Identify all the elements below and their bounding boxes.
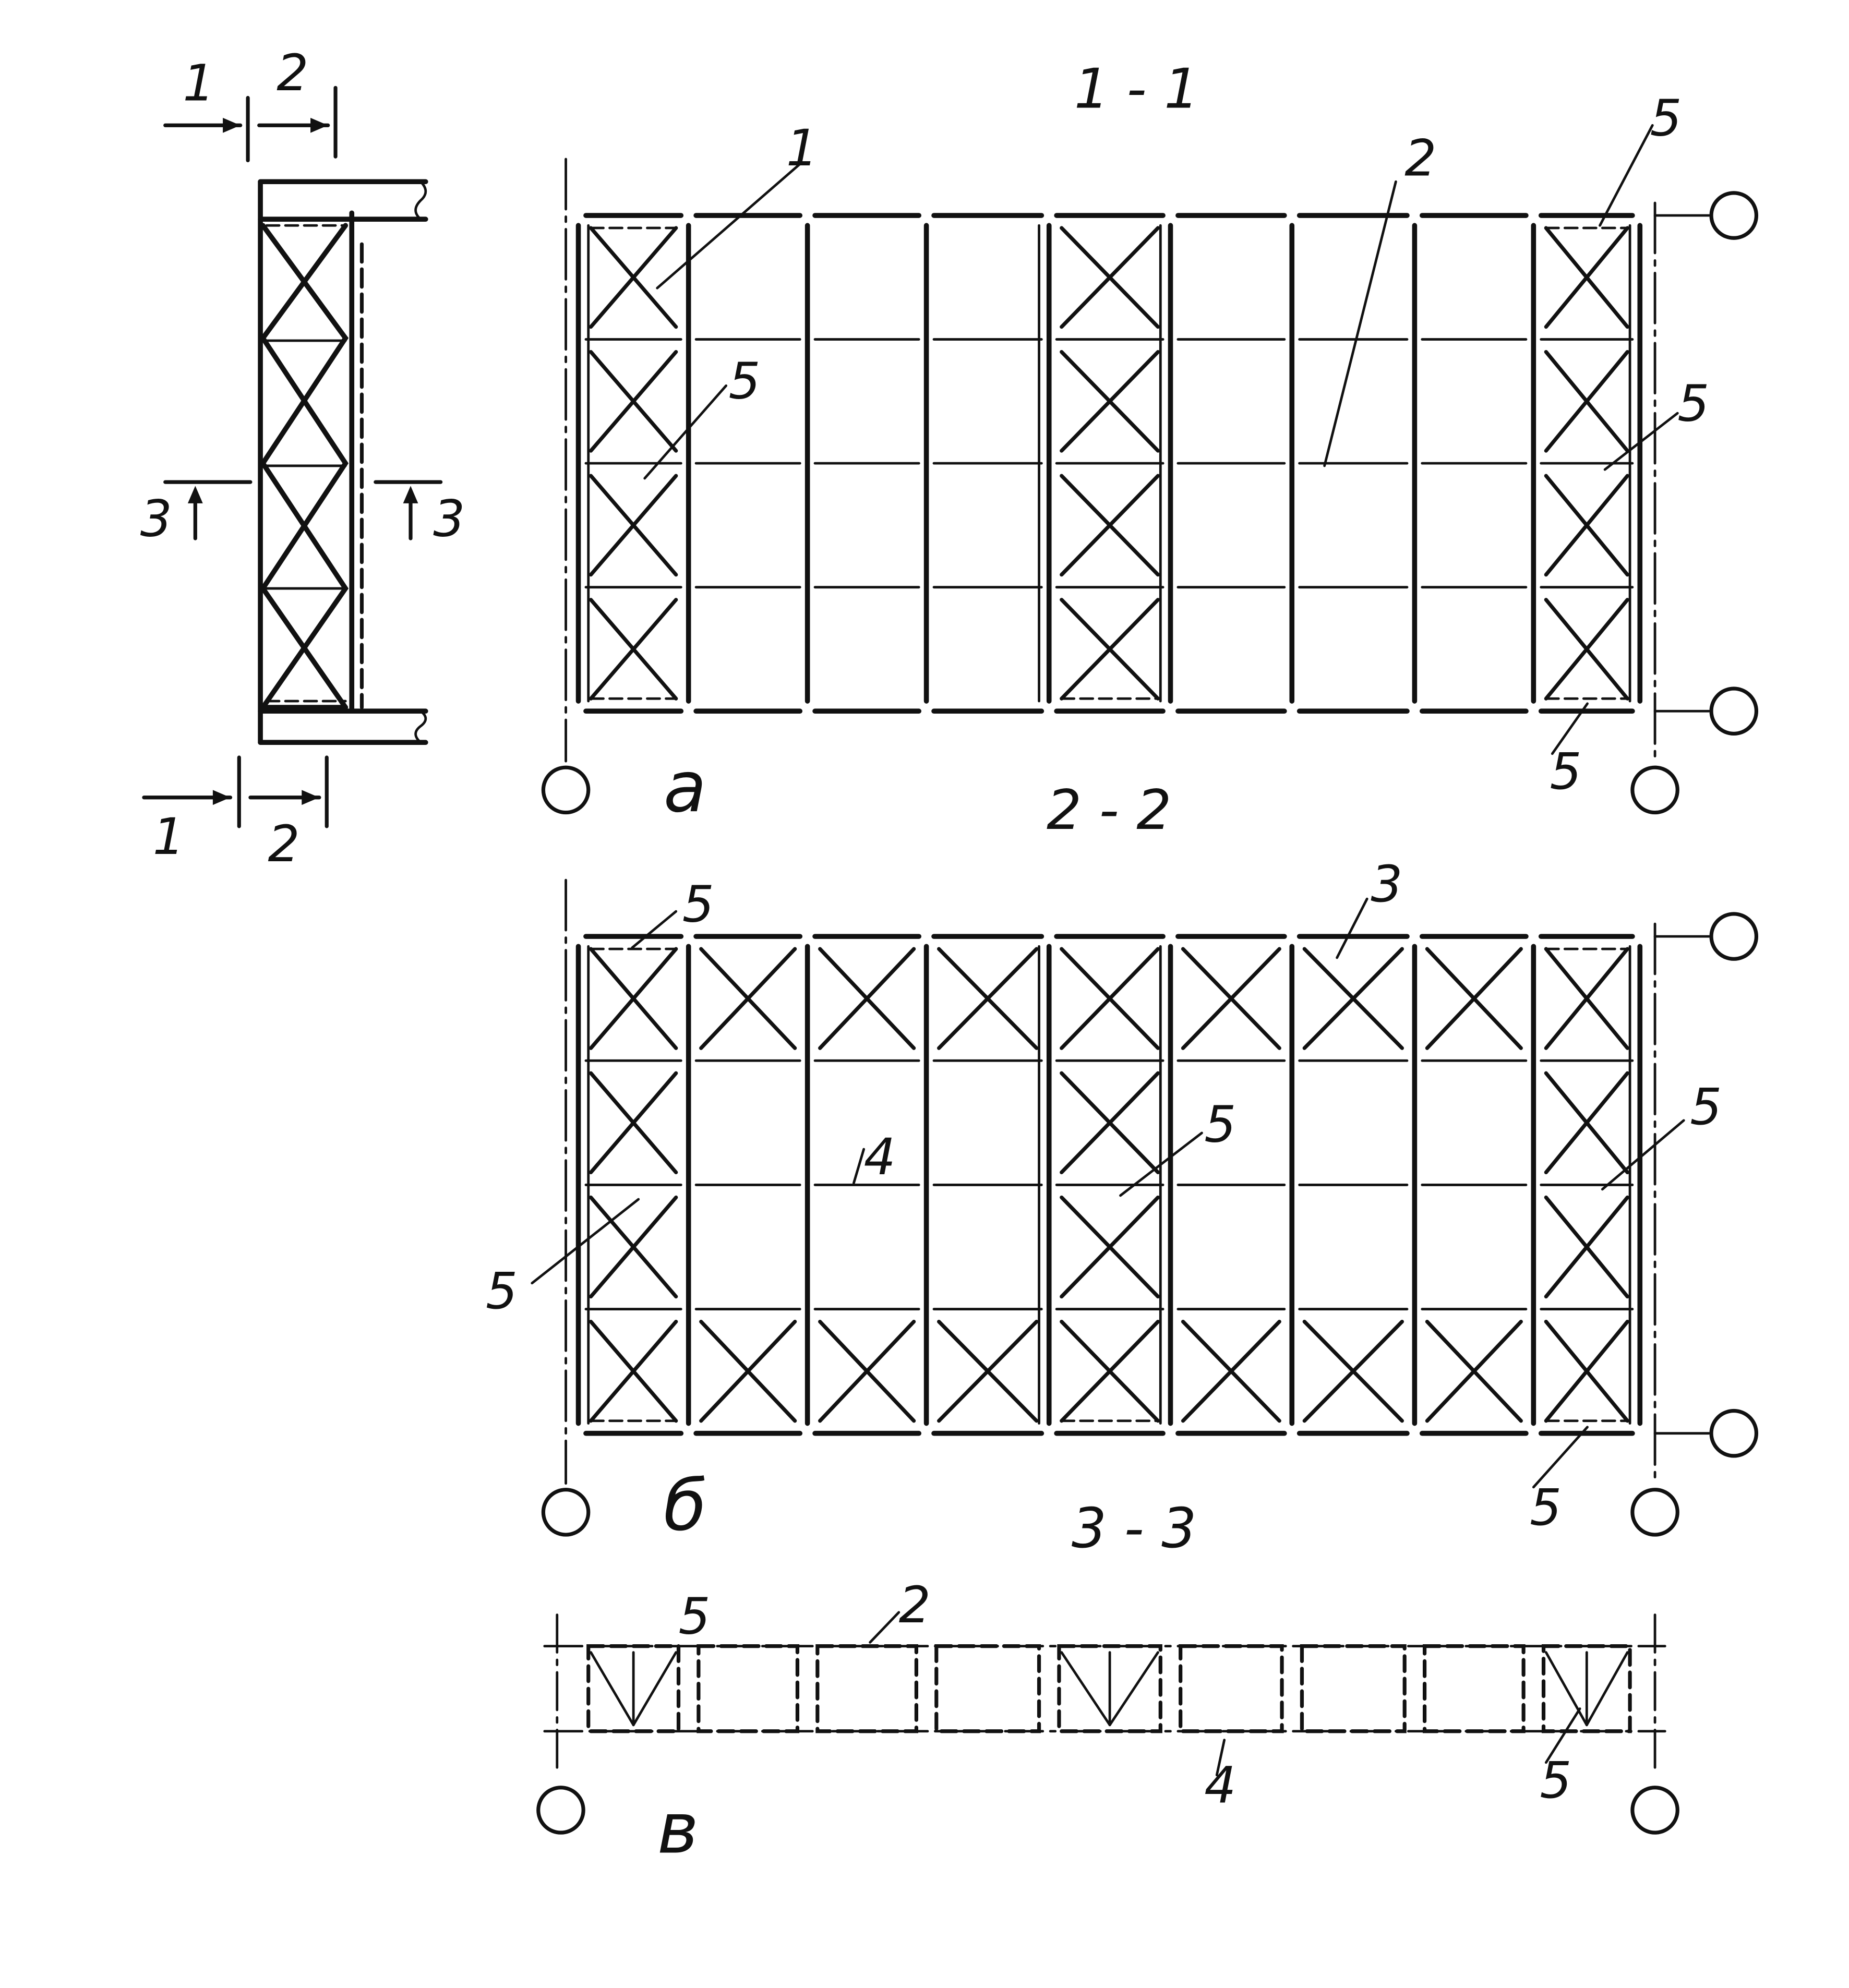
section-mark-3-left: 3	[140, 489, 172, 548]
axis-bubble-left	[541, 765, 591, 815]
cross-brace	[1544, 226, 1629, 329]
vertical-brace	[1060, 1651, 1111, 1727]
plan-bay-outline	[934, 1644, 1041, 1733]
callout-5-a4: 5	[1550, 742, 1582, 801]
vertical-brace	[1108, 1651, 1159, 1727]
cross-brace	[818, 1319, 916, 1423]
plan-bay-outline	[815, 1644, 919, 1733]
callout-5-c1: 5	[679, 1587, 711, 1646]
callout-5-b4: 5	[486, 1262, 518, 1320]
cross-brace	[589, 350, 678, 453]
view-a-letter: а	[664, 746, 706, 828]
plan-bay-outline	[1541, 1644, 1632, 1733]
cross-brace	[1060, 1319, 1160, 1423]
cross-brace	[589, 1195, 678, 1299]
view-b-letter: б	[664, 1464, 707, 1546]
axis-bubble-top-right	[1709, 191, 1759, 240]
cross-brace	[699, 947, 797, 1050]
callout-5-a3: 5	[1677, 375, 1709, 433]
axis-bubble-bottom-right	[1709, 1408, 1759, 1458]
cross-brace	[1544, 474, 1629, 577]
cross-brace	[699, 1319, 797, 1423]
cross-brace	[818, 947, 916, 1050]
axis-bubble-bottom-right	[1709, 686, 1759, 736]
view-a-title: 1 - 1	[1074, 57, 1199, 121]
section-mark-2-top: 2	[277, 44, 308, 102]
cross-brace	[1060, 598, 1160, 701]
cross-brace	[1060, 1071, 1160, 1175]
cross-brace	[589, 474, 678, 577]
callout-4-c: 4	[1204, 1756, 1236, 1815]
axis-bubble-right	[1630, 1488, 1679, 1537]
callout-5-b1: 5	[682, 875, 714, 933]
vertical-brace	[1585, 1651, 1629, 1727]
view-c-section-3-3: 3 - 3 в 5 2 4 5	[536, 1496, 1679, 1870]
cross-brace	[1544, 1071, 1629, 1175]
axis-bubble-left	[536, 1786, 585, 1835]
callout-4-b: 4	[864, 1128, 896, 1186]
axis-bubble-right	[1630, 765, 1679, 815]
axis-bubble-left	[541, 1488, 591, 1537]
callout-2-c: 2	[899, 1576, 931, 1634]
callout-5-a2: 5	[1650, 89, 1682, 147]
callout-5-b3: 5	[1690, 1078, 1722, 1136]
cross-brace	[589, 598, 678, 701]
cross-brace	[589, 1071, 678, 1175]
cross-brace	[1302, 947, 1404, 1050]
cross-brace	[1060, 226, 1160, 329]
cross-brace	[936, 1319, 1039, 1423]
callout-5-b2: 5	[1204, 1095, 1236, 1154]
callout-5-b5: 5	[1530, 1478, 1562, 1537]
cross-brace	[1060, 474, 1160, 577]
cross-brace	[589, 1319, 678, 1423]
cross-brace	[1544, 947, 1629, 1050]
plan-bay-outline	[1422, 1644, 1526, 1733]
view-b-title: 2 - 2	[1047, 778, 1172, 842]
plan-bay-outline	[697, 1644, 800, 1733]
vertical-brace	[1544, 1651, 1588, 1727]
plan-bay-outline	[1057, 1644, 1162, 1733]
vertical-brace	[590, 1651, 635, 1727]
callout-2-a: 2	[1404, 129, 1436, 187]
section-mark-3-right: 3	[433, 489, 465, 548]
cross-brace	[1060, 350, 1160, 453]
cross-brace	[1181, 1319, 1281, 1423]
cross-brace	[1060, 947, 1160, 1050]
cross-brace	[1060, 1195, 1160, 1299]
section-mark-1-bottom: 1	[153, 808, 185, 866]
callout-5-a1: 5	[728, 352, 760, 410]
key-elevation: 1 2 1 2 3 3	[140, 44, 465, 873]
section-mark-2-bottom: 2	[268, 815, 299, 873]
view-a-section-1-1: 1 - 1 а 1 2 5 5 5 5	[541, 57, 1759, 828]
view-c-title: 3 - 3	[1072, 1496, 1197, 1560]
plan-bay-outline	[586, 1644, 681, 1733]
view-c-letter: в	[657, 1788, 699, 1870]
axis-bubble-right	[1630, 1786, 1679, 1835]
cross-brace	[1181, 947, 1281, 1050]
cross-brace	[1425, 1319, 1523, 1423]
view-b-section-2-2: 2 - 2 б 5 3 4 5 5 5 5	[486, 778, 1759, 1546]
cross-brace	[1544, 1195, 1629, 1299]
callout-1: 1	[786, 119, 818, 177]
axis-bubble-top-right	[1709, 912, 1759, 961]
plan-bay-outline	[1179, 1644, 1284, 1733]
cross-brace	[936, 947, 1039, 1050]
callout-3: 3	[1371, 855, 1402, 913]
vertical-brace	[632, 1651, 678, 1727]
plan-bay-outline	[1300, 1644, 1407, 1733]
cross-brace	[589, 226, 678, 329]
cross-brace	[1544, 350, 1629, 453]
cross-brace	[589, 947, 678, 1050]
section-mark-1-top: 1	[183, 54, 214, 112]
cross-brace	[1544, 598, 1629, 701]
cross-brace	[1302, 1319, 1404, 1423]
callout-5-c2: 5	[1540, 1751, 1571, 1810]
cross-brace	[1544, 1319, 1629, 1423]
cross-brace	[1425, 947, 1523, 1050]
